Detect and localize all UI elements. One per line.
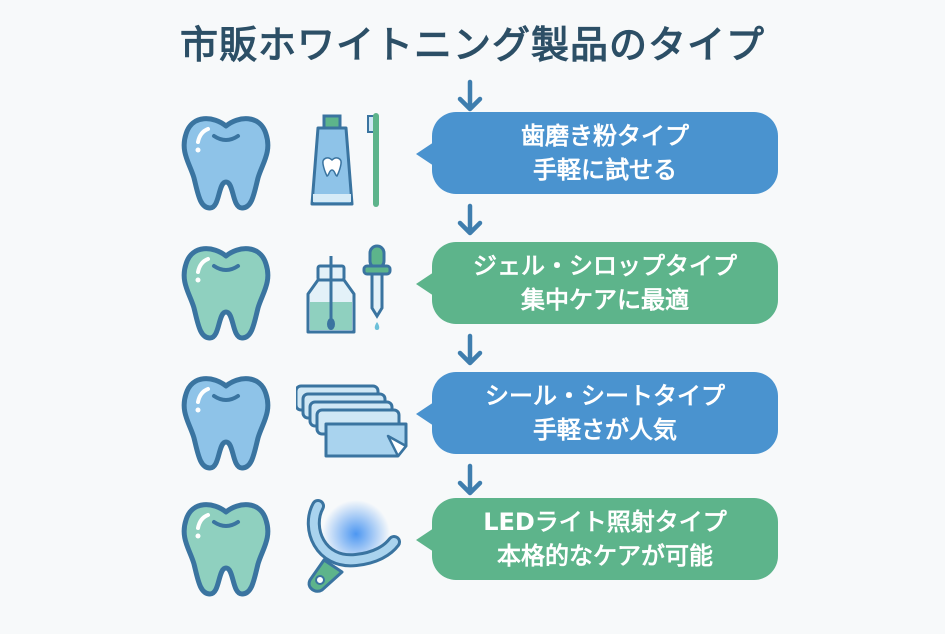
tooth-green-icon	[178, 242, 274, 342]
down-arrow-icon	[452, 332, 488, 368]
toothpaste-toothbrush-icon	[310, 113, 379, 207]
down-arrow-icon	[452, 202, 488, 238]
type-description: 集中ケアに最適	[521, 286, 689, 314]
tooth-green-icon	[178, 498, 274, 598]
type-name: ジェル・シロップタイプ	[473, 252, 737, 280]
down-arrow-icon	[452, 78, 488, 114]
tooth-blue-icon	[178, 112, 274, 212]
type-bubble-led: LEDライト照射タイプ 本格的なケアが可能	[416, 498, 778, 580]
type-row-strips: シール・シートタイプ 手軽さが人気	[0, 372, 945, 492]
type-row-led: LEDライト照射タイプ 本格的なケアが可能	[0, 498, 945, 618]
tooth-blue-icon	[178, 372, 274, 472]
whitening-strips-icon	[296, 384, 408, 458]
type-description: 手軽さが人気	[533, 416, 677, 444]
type-row-gel: ジェル・シロップタイプ 集中ケアに最適	[0, 242, 945, 362]
type-description: 本格的なケアが可能	[497, 542, 713, 570]
type-row-toothpaste: 歯磨き粉タイプ 手軽に試せる	[0, 112, 945, 232]
page-title: 市販ホワイトニング製品のタイプ	[179, 23, 765, 67]
type-name: 歯磨き粉タイプ	[521, 122, 689, 150]
type-name: シール・シートタイプ	[485, 382, 725, 410]
type-bubble-gel: ジェル・シロップタイプ 集中ケアに最適	[416, 242, 778, 324]
led-mouthpiece-icon	[306, 499, 401, 593]
down-arrow-icon	[452, 462, 488, 498]
type-bubble-toothpaste: 歯磨き粉タイプ 手軽に試せる	[416, 112, 778, 194]
type-description: 手軽に試せる	[533, 156, 677, 184]
type-name: LEDライト照射タイプ	[483, 508, 727, 536]
gel-bottle-dropper-icon	[306, 244, 392, 334]
type-bubble-strips: シール・シートタイプ 手軽さが人気	[416, 372, 778, 454]
